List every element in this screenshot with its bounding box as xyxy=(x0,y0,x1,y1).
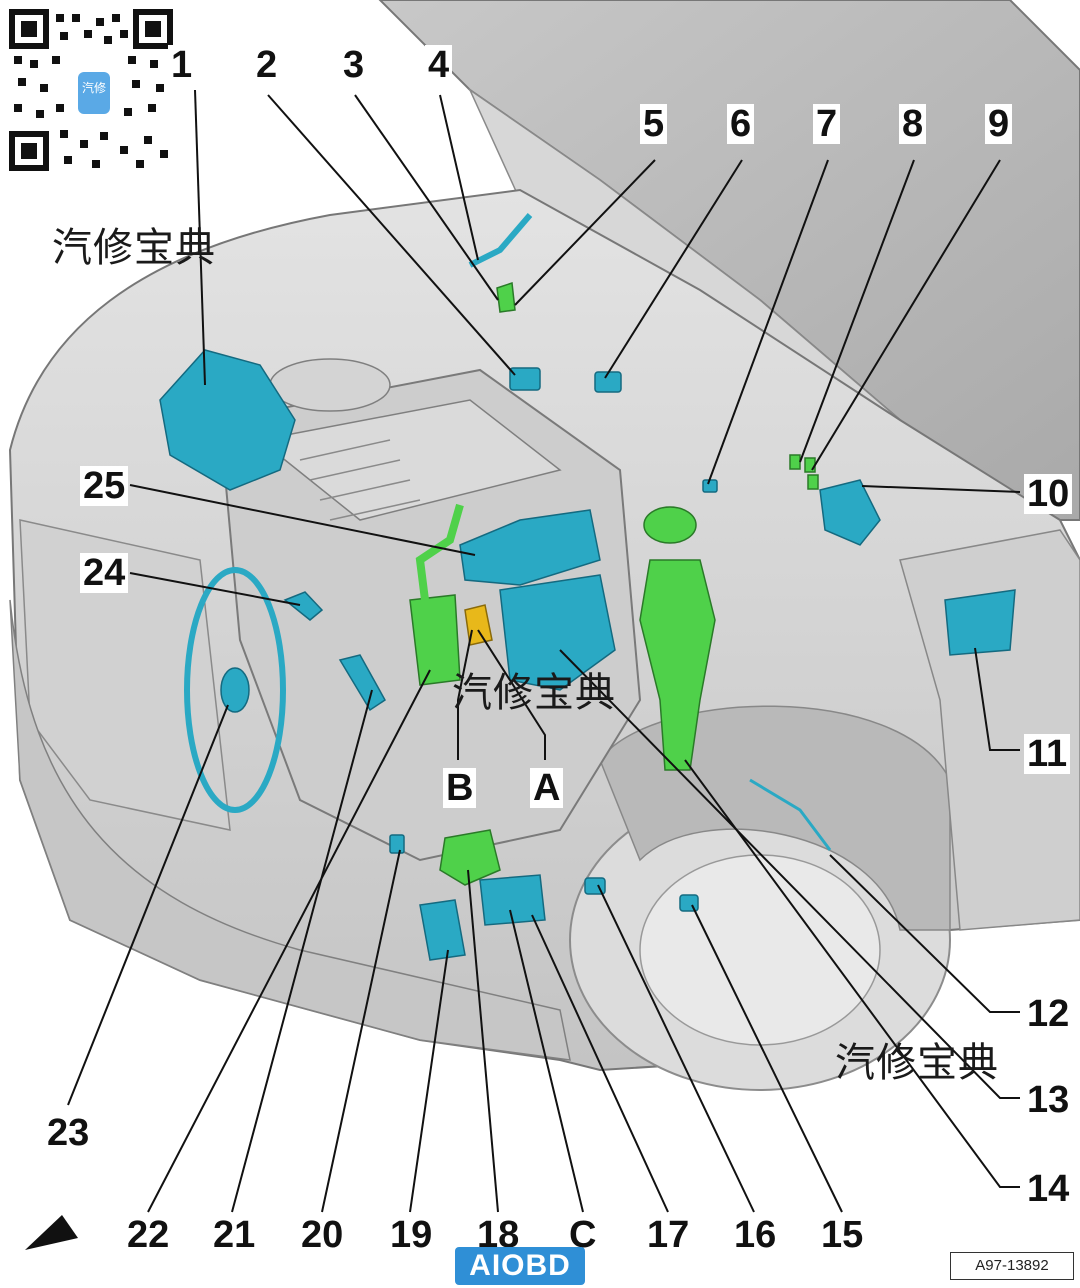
orientation-arrow-icon xyxy=(25,1215,78,1250)
callout-21: 21 xyxy=(210,1215,259,1255)
callout-5: 5 xyxy=(640,104,668,144)
callout-14: 14 xyxy=(1024,1169,1073,1209)
callout-b: B xyxy=(443,768,477,808)
callout-22: 22 xyxy=(124,1215,173,1255)
callout-19: 19 xyxy=(387,1215,436,1255)
callout-7: 7 xyxy=(813,104,841,144)
callout-6: 6 xyxy=(727,104,755,144)
callout-12: 12 xyxy=(1024,994,1073,1034)
callout-24: 24 xyxy=(80,553,129,593)
sensor-15 xyxy=(679,894,699,912)
hose-22 xyxy=(415,503,464,601)
wire-4 xyxy=(468,213,533,268)
sensor-21 xyxy=(338,654,386,712)
control-unit-a xyxy=(499,574,616,691)
callout-2: 2 xyxy=(253,45,281,85)
callout-3: 3 xyxy=(340,45,368,85)
intake-runners xyxy=(299,439,421,521)
callout-13: 13 xyxy=(1024,1080,1073,1120)
relay-10 xyxy=(819,479,881,546)
qr-code-icon xyxy=(8,8,174,174)
callout-4: 4 xyxy=(425,45,453,85)
sensor-7 xyxy=(702,479,718,493)
reference-code: A97-13892 xyxy=(950,1252,1074,1280)
reservoir-green xyxy=(643,506,697,544)
pump-17 xyxy=(479,874,546,926)
callout-17: 17 xyxy=(644,1215,693,1255)
callout-c: C xyxy=(566,1215,600,1255)
leader-lines xyxy=(67,89,1021,1213)
coolant-reservoir xyxy=(459,509,601,586)
watermark-bottom: 汽修宝典 xyxy=(835,1040,999,1086)
callout-8: 8 xyxy=(899,104,927,144)
callout-16: 16 xyxy=(731,1215,780,1255)
callout-15: 15 xyxy=(818,1215,867,1255)
connectors-8-9 xyxy=(789,454,819,490)
module-11 xyxy=(944,589,1016,656)
valve-5 xyxy=(496,281,516,313)
aiobd-logo: AIOBD xyxy=(455,1247,585,1285)
harness-12 xyxy=(749,778,832,851)
callout-10: 10 xyxy=(1024,474,1073,514)
wheel-rim xyxy=(639,854,881,1046)
canister-22 xyxy=(409,594,461,686)
green-components xyxy=(409,281,819,886)
air-intake-duct xyxy=(269,358,391,412)
connector-2 xyxy=(509,367,541,391)
blue-components xyxy=(159,213,1016,961)
sensor-24 xyxy=(283,591,324,621)
valve-19 xyxy=(419,899,466,961)
callout-9: 9 xyxy=(985,104,1013,144)
radiator xyxy=(19,519,231,831)
air-filter-housing xyxy=(159,349,296,491)
watermark-top: 汽修宝典 xyxy=(52,225,216,271)
qr-badge-text: 汽修 xyxy=(81,81,106,95)
cylinder-head xyxy=(258,399,562,521)
fender-panel xyxy=(899,529,1080,931)
strut-green xyxy=(639,559,716,771)
pump-18 xyxy=(439,829,501,886)
callout-a: A xyxy=(530,768,564,808)
watermark-center: 汽修宝典 xyxy=(452,670,616,716)
front-bumper xyxy=(9,599,571,1061)
callout-1: 1 xyxy=(168,45,196,85)
callout-23: 23 xyxy=(44,1113,93,1153)
radiator-fan xyxy=(184,567,286,813)
callout-11: 11 xyxy=(1024,734,1071,774)
callout-25: 25 xyxy=(80,466,129,506)
radiator-fan-hub xyxy=(220,667,250,713)
callout-20: 20 xyxy=(298,1215,347,1255)
sensor-20 xyxy=(389,834,405,854)
qr-code: 汽修 xyxy=(0,0,182,180)
